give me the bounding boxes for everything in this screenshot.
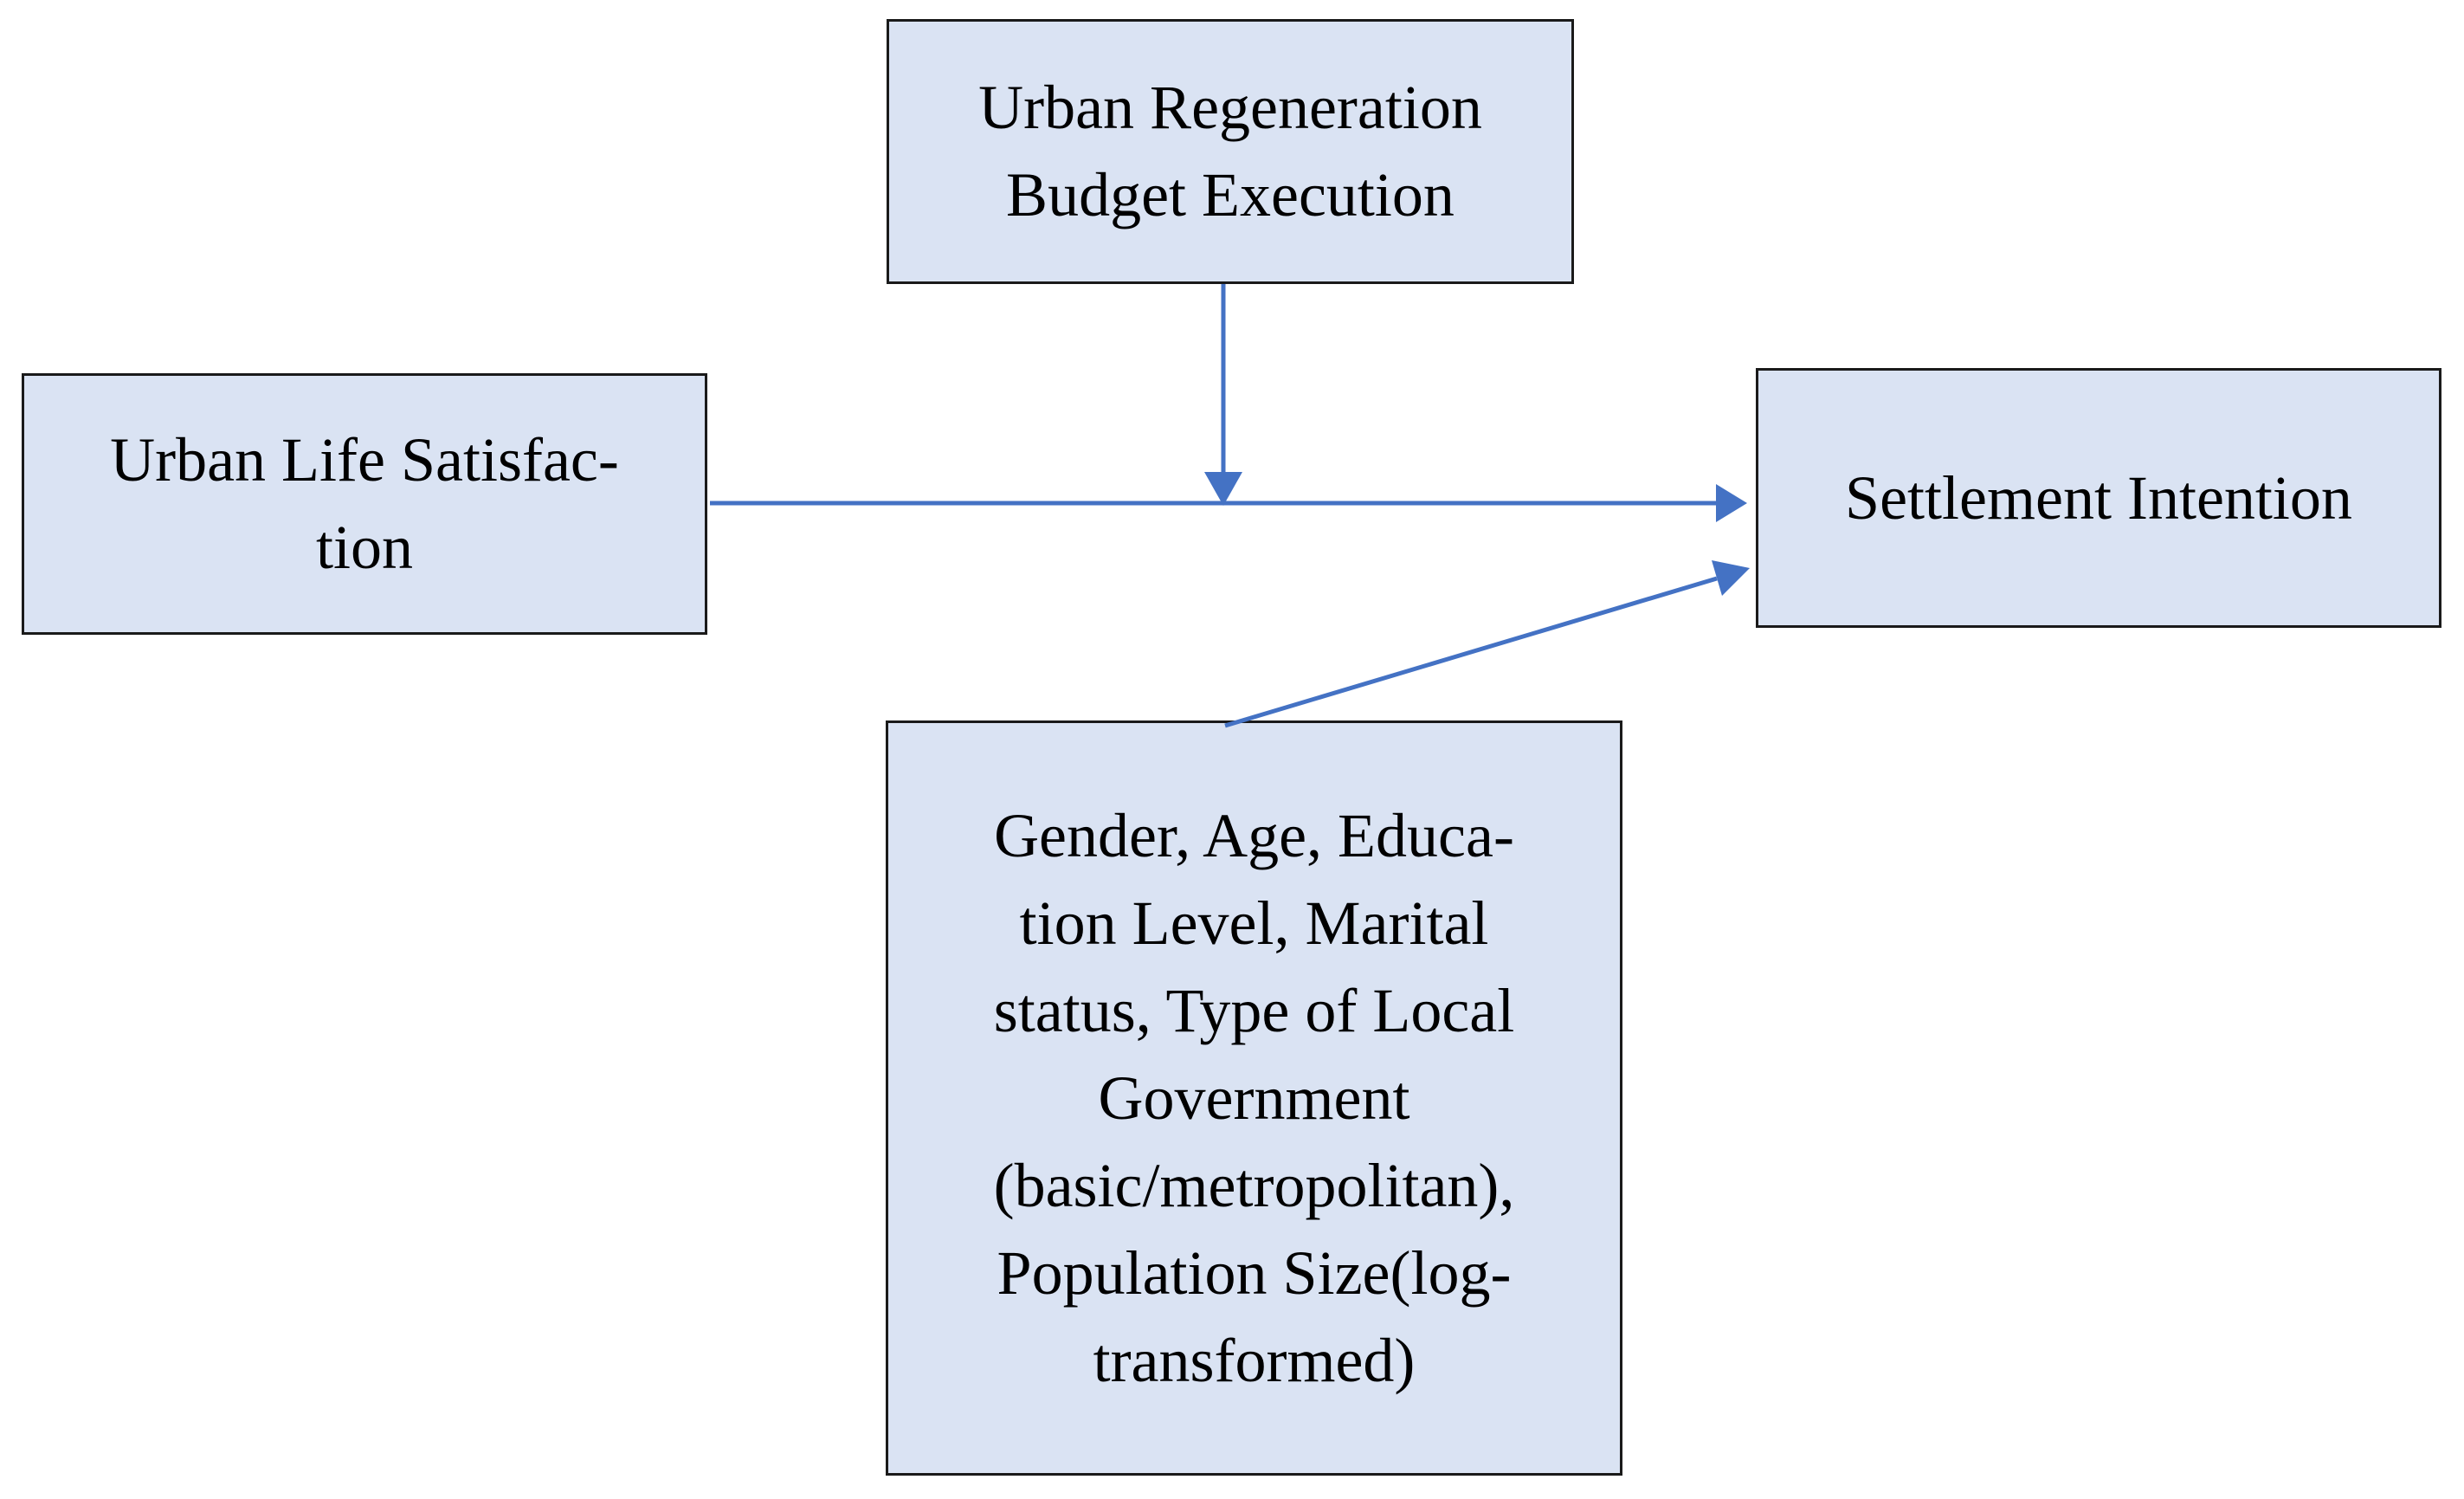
node-settlement-intention: Settlement Intention: [1756, 368, 2441, 628]
direct-effect-arrow-head: [1716, 484, 1747, 522]
controls-arrow-head: [1712, 560, 1750, 596]
node-label-settlement-intention: Settlement Intention: [1845, 462, 2352, 533]
controls-arrow-line: [1224, 576, 1718, 728]
node-control-variables: Gender, Age, Educa- tion Level, Marital …: [886, 720, 1622, 1476]
node-label-budget-execution: Urban Regeneration Budget Execution: [978, 73, 1482, 229]
node-label-life-satisfaction: Urban Life Satisfac- tion: [110, 425, 619, 582]
node-urban-life-satisfaction: Urban Life Satisfac- tion: [22, 373, 707, 635]
node-urban-regeneration-budget-execution: Urban Regeneration Budget Execution: [887, 19, 1574, 284]
moderation-arrow-head: [1204, 472, 1242, 506]
node-label-control-variables: Gender, Age, Educa- tion Level, Marital …: [993, 800, 1515, 1395]
